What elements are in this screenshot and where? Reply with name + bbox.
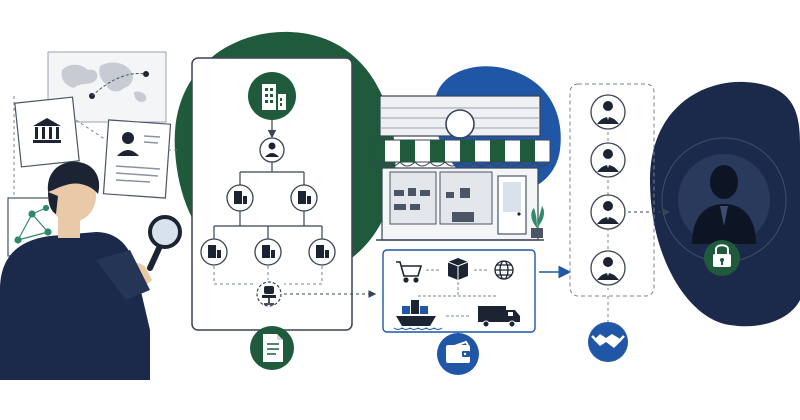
collage-connectors [13, 96, 180, 229]
plant [531, 206, 545, 238]
building-icon [226, 184, 254, 212]
investigator-figure [0, 161, 152, 380]
office-chair-icon [256, 281, 282, 307]
building-icon [248, 72, 296, 120]
hidden-owner-silhouette-icon [661, 137, 787, 263]
building-icon [254, 238, 282, 266]
padlock-icon [704, 240, 740, 276]
stakeholder-person-icon [590, 142, 626, 178]
network-graph-icon [14, 204, 52, 244]
stakeholder-person-icon [590, 250, 626, 286]
id-document [102, 119, 172, 199]
building-icon [290, 184, 318, 212]
delivery-truck-icon [478, 306, 520, 328]
building-icon [200, 238, 228, 266]
storefront [369, 95, 551, 241]
globe-icon [494, 260, 514, 280]
commerce-panel [382, 249, 536, 333]
wallet-icon [437, 333, 479, 375]
cargo-ship-icon [393, 300, 443, 330]
building-icon [308, 238, 336, 266]
magnifying-glass-icon [147, 215, 182, 271]
org-chart-panel [191, 57, 353, 331]
stakeholders-column [569, 83, 655, 297]
package-icon [447, 258, 469, 280]
handshake-icon [588, 322, 628, 362]
stakeholder-person-icon [590, 94, 626, 130]
store-sign [445, 109, 475, 139]
stakeholder-person-icon [590, 194, 626, 230]
awning [369, 139, 551, 167]
bank-icon [33, 118, 61, 143]
shopping-cart-icon [396, 261, 423, 283]
person-icon [259, 137, 285, 163]
world-map-icon [61, 62, 147, 102]
document-icon [250, 326, 294, 370]
bank-document [14, 96, 80, 168]
